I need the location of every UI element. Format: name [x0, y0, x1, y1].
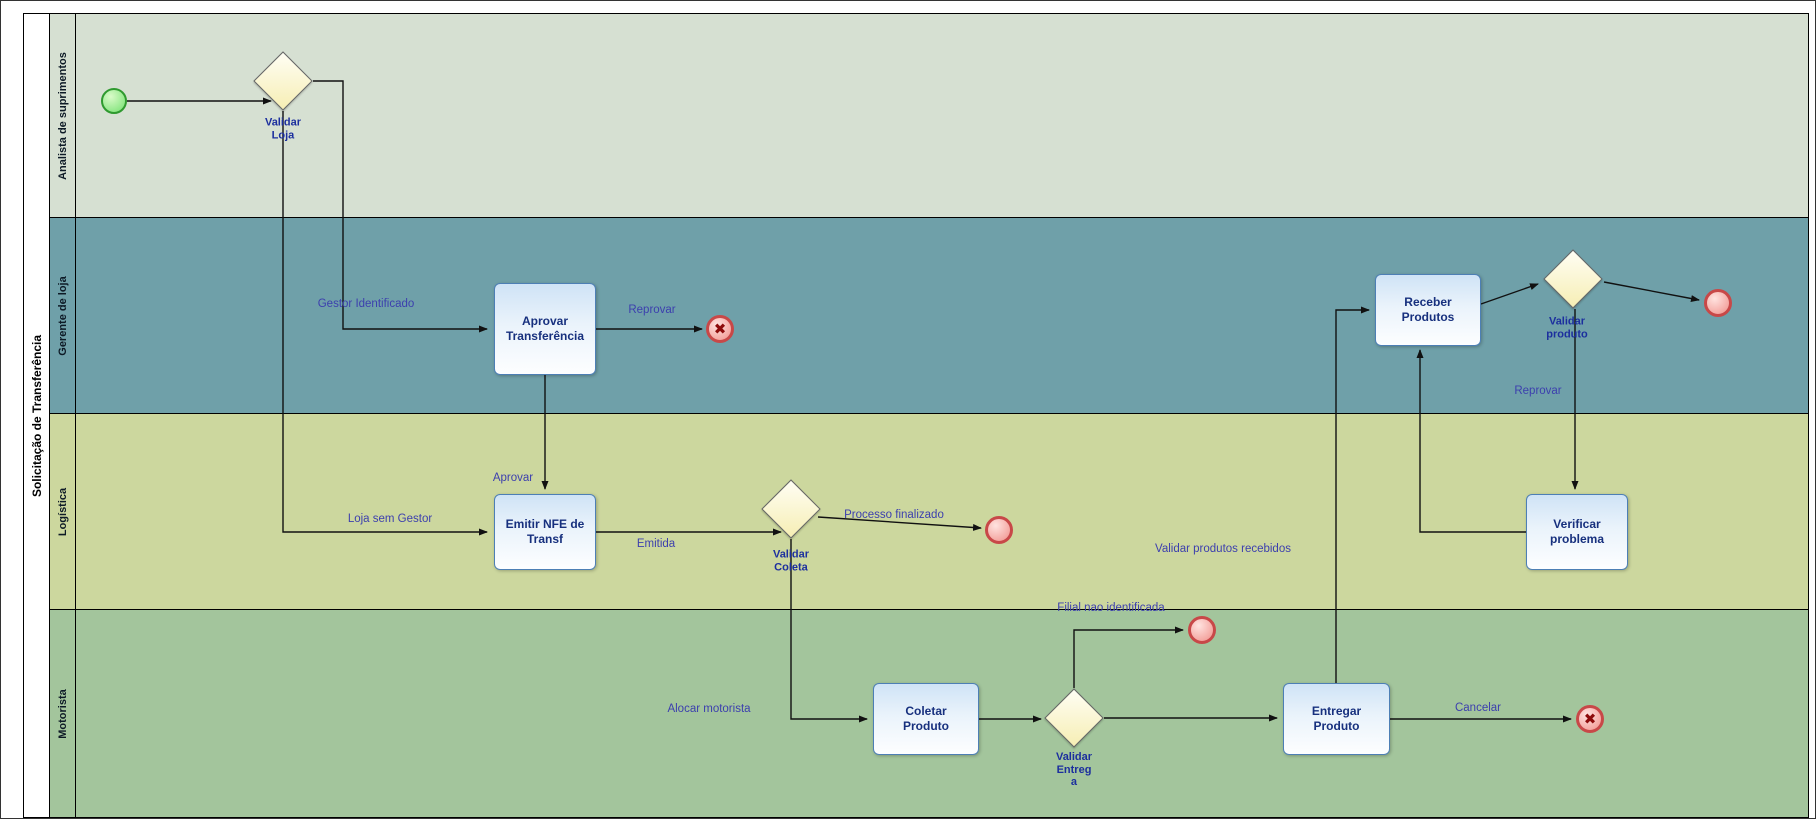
lane-title-logistica: Logística: [56, 487, 69, 536]
lane-header-logistica: Logística: [50, 414, 76, 609]
terminate-x-icon: ✖: [713, 320, 727, 338]
task-entregar-produto[interactable]: Entregar Produto: [1283, 683, 1390, 755]
flow-label-emitida: Emitida: [636, 538, 676, 550]
start-event[interactable]: [101, 88, 127, 114]
lane-title-gerente: Gerente de loja: [56, 275, 69, 356]
flow-label-loja-sem-gestor: Loja sem Gestor: [347, 513, 433, 525]
pool-header: Solicitação de Transferência: [24, 14, 50, 817]
end-event-processo-finalizado[interactable]: [985, 516, 1013, 544]
end-event-filial-nao-identificada[interactable]: [1188, 616, 1216, 644]
flow-label-processo-finalizado: Processo finalizado: [844, 509, 944, 521]
pool-title: Solicitação de Transferência: [29, 334, 44, 497]
terminate-x-icon: ✖: [1583, 710, 1597, 728]
gateway-validar-loja-label: Validar Loja: [264, 116, 302, 141]
gateway-validar-entrega-label: Validar Entreg a: [1055, 751, 1093, 789]
task-verificar-problema[interactable]: Verificar problema: [1526, 494, 1628, 570]
end-event-validar-produto[interactable]: [1704, 289, 1732, 317]
task-coletar-produto[interactable]: Coletar Produto: [873, 683, 979, 755]
task-emitir-nfe-de-transf[interactable]: Emitir NFE de Transf: [494, 494, 596, 570]
lane-analista-de-suprimentos: Analista de suprimentos: [50, 14, 1808, 218]
flow-label-gestor-identificado: Gestor Identificado: [317, 298, 415, 310]
end-event-terminate-cancelar[interactable]: ✖: [1576, 705, 1604, 733]
lane-header-analista: Analista de suprimentos: [50, 14, 76, 217]
flow-label-reprovar-produto: Reprovar: [1514, 385, 1562, 397]
lane-title-analista: Analista de suprimentos: [56, 51, 69, 180]
end-event-terminate-reprovar[interactable]: ✖: [706, 315, 734, 343]
flow-label-cancelar: Cancelar: [1454, 702, 1502, 714]
flow-label-aprovar: Aprovar: [492, 472, 534, 484]
flow-label-filial-nao-identificada: Filial nao identificada: [1057, 602, 1165, 614]
gateway-validar-coleta-label: Validar Coleta: [772, 548, 810, 573]
task-receber-produtos[interactable]: Receber Produtos: [1375, 274, 1481, 346]
gateway-validar-produto-label: Validar produto: [1546, 315, 1588, 340]
flow-label-reprovar-transferencia: Reprovar: [628, 304, 676, 316]
flow-label-alocar-motorista: Alocar motorista: [667, 703, 751, 715]
flow-label-validar-produtos-recebidos: Validar produtos recebidos: [1155, 543, 1291, 555]
lane-header-motorista: Motorista: [50, 610, 76, 817]
task-aprovar-transferencia[interactable]: Aprovar Transferência: [494, 283, 596, 375]
lane-title-motorista: Motorista: [56, 688, 69, 739]
lane-header-gerente: Gerente de loja: [50, 218, 76, 413]
